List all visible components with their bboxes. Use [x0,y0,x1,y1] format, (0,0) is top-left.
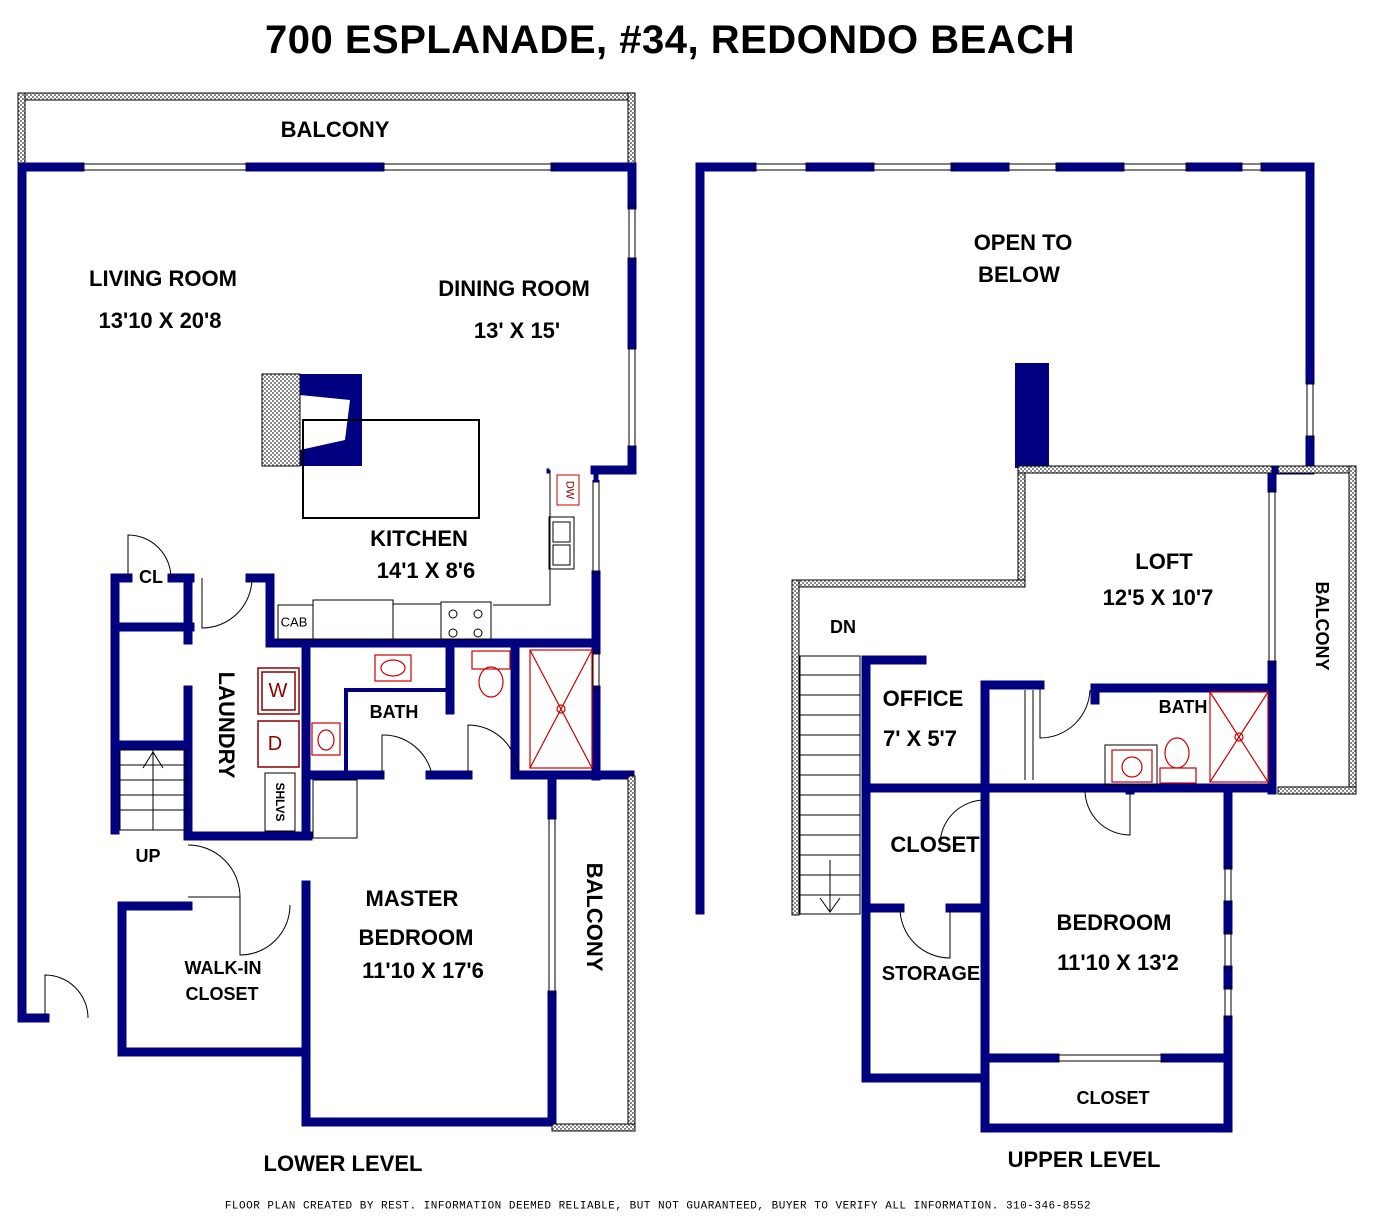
label-upper-level: UPPER LEVEL [1007,1147,1161,1172]
dim-kitchen: 14'1 X 8'6 [376,558,476,583]
kitchen-counters [277,470,575,640]
upper-balcony-railing [1277,465,1357,795]
stairs-up [119,749,187,831]
label-master-1: MASTER [365,886,459,911]
washer-dryer-icon [257,667,300,768]
dim-office: 7' X 5'7 [882,726,958,751]
lower-windows [80,163,636,995]
label-washer: W [268,680,288,702]
lower-balcony-top-railing [17,92,636,164]
lower-walls [17,162,637,1127]
stairs-down [799,655,861,915]
label-open-1: OPEN TO [973,230,1073,255]
label-closet-a: CLOSET [890,832,980,857]
label-stairs-down: DN [830,617,856,637]
label-open-2: BELOW [978,262,1060,287]
label-closet-b: CLOSET [1076,1088,1150,1108]
label-lower-bath: BATH [369,702,419,722]
dim-master-bedroom: 11'10 X 17'6 [362,958,484,983]
label-dining-room: DINING ROOM [438,276,590,301]
label-upper-bath: BATH [1158,697,1208,717]
label-office: OFFICE [882,686,964,711]
label-dryer: D [267,733,283,755]
chimney-column [1015,363,1049,468]
label-upper-balcony: BALCONY [1312,581,1332,671]
dim-dining-room: 13' X 15' [473,318,561,343]
fireplace-icon [261,373,362,467]
upper-level-plan [695,162,1357,1133]
label-cab: CAB [280,614,308,630]
label-stairs-up: UP [135,846,161,866]
dishwasher-icon [556,474,580,506]
kitchen-island [302,419,480,519]
dim-loft: 12'5 X 10'7 [1102,585,1214,610]
bath-cabinet [312,779,358,839]
lower-balcony-side-railing [551,775,636,1132]
label-loft: LOFT [1135,549,1193,574]
label-living-room: LIVING ROOM [89,266,237,291]
upper-bath-cabinets [1104,744,1158,786]
label-closet-cl: CL [139,567,163,587]
label-lower-level: LOWER LEVEL [263,1151,423,1176]
label-storage: STORAGE [881,963,981,985]
upper-doors [899,688,1131,959]
upper-windows [752,163,1314,1062]
lower-bath-fixtures [311,649,593,769]
label-laundry: LAUNDRY [214,671,239,779]
page-title: 700 ESPLANADE, #34, REDONDO BEACH [264,18,1076,62]
label-kitchen: KITCHEN [370,526,468,551]
shelves [264,772,296,832]
label-balcony-top: BALCONY [280,117,390,142]
lower-level-plan [17,92,637,1132]
upper-walls [695,162,1315,1133]
lower-doors [44,534,519,1019]
label-shelves: SHLVS [273,782,287,822]
dim-bedroom: 11'10 X 13'2 [1057,950,1179,975]
label-master-2: BEDROOM [358,925,474,950]
upper-bath-fixtures [1111,691,1269,784]
label-bedroom: BEDROOM [1056,910,1172,935]
loft-railing [791,465,1273,916]
label-walkin-2: CLOSET [185,984,259,1004]
dim-living-room: 13'10 X 20'8 [98,308,222,333]
label-balcony-side: BALCONY [582,862,607,972]
label-walkin-1: WALK-IN [184,958,262,978]
footer-disclaimer: FLOOR PLAN CREATED BY REST. INFORMATION … [224,1200,1092,1213]
label-dishwasher: DW [563,480,576,500]
